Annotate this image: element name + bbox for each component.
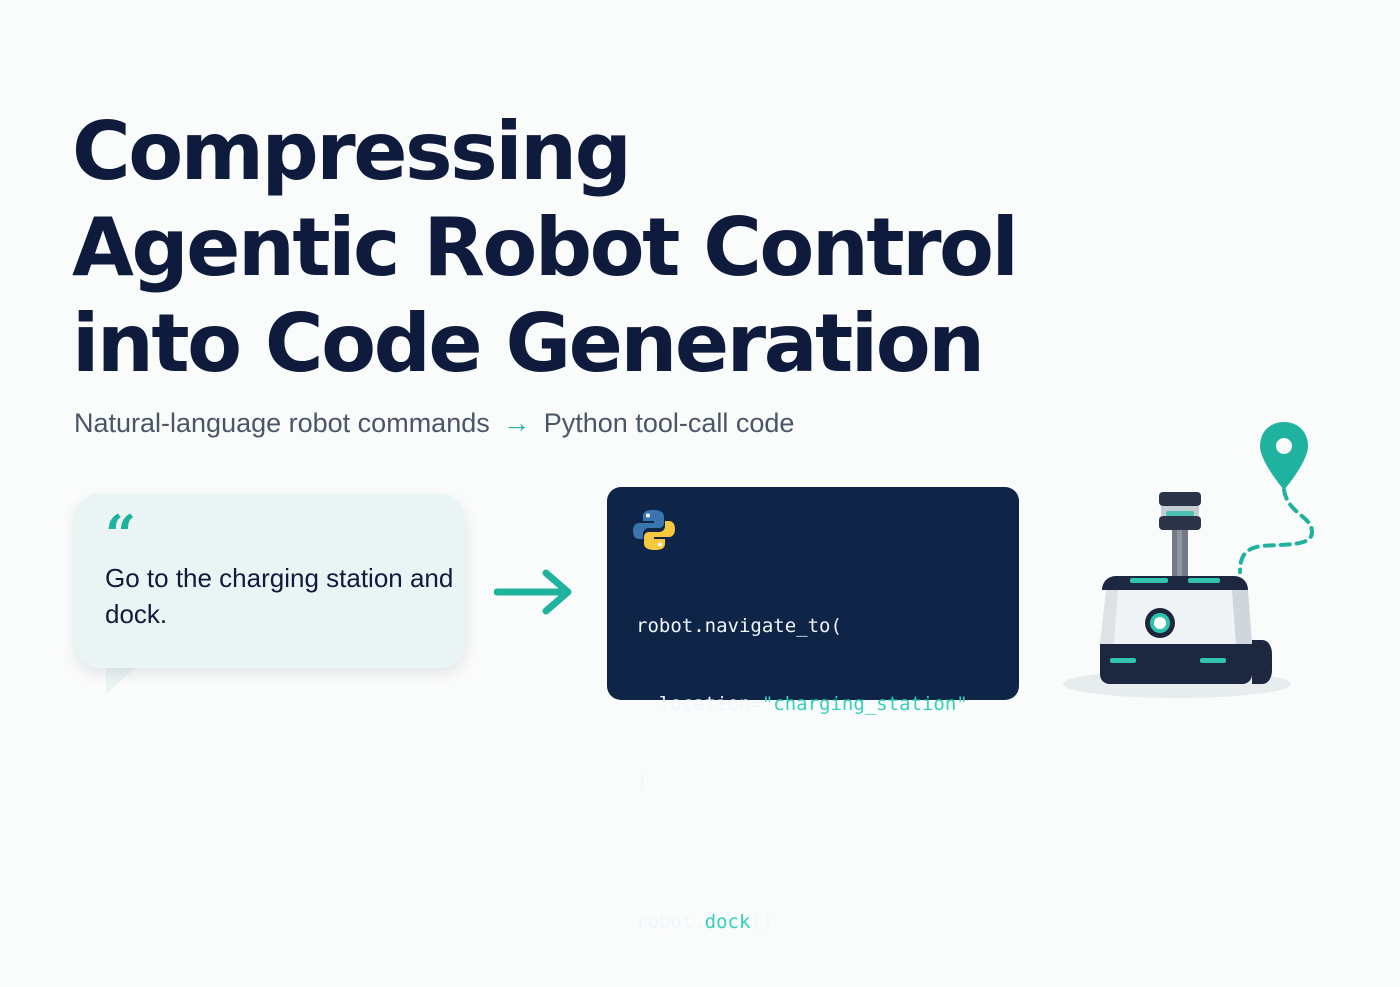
robot-top-plate bbox=[1102, 576, 1248, 590]
robot-body bbox=[1100, 590, 1252, 644]
code-string-literal: "charging_station" bbox=[761, 693, 968, 715]
route-dashed-path bbox=[1238, 488, 1315, 574]
robot-base bbox=[1100, 644, 1252, 684]
code-argument-key: location= bbox=[636, 693, 762, 715]
robot-sensor-head bbox=[1159, 492, 1201, 506]
robot-wheel bbox=[1252, 640, 1272, 684]
code-object: robot. bbox=[636, 911, 705, 933]
robot-illustration bbox=[1063, 422, 1315, 698]
code-line-4: robot.dock() bbox=[636, 909, 968, 935]
speech-bubble-tail bbox=[106, 664, 140, 694]
command-text: Go to the charging station and dock. bbox=[105, 563, 454, 629]
code-line-1: robot.navigate_to( bbox=[636, 615, 842, 637]
subtitle-target: Python tool-call code bbox=[543, 408, 795, 438]
headline: Compressing Agentic Robot Control into C… bbox=[72, 104, 1019, 392]
code-call-parens: () bbox=[750, 911, 774, 933]
code-function-name: dock bbox=[704, 911, 751, 933]
headline-line-2: Agentic Robot Control bbox=[72, 201, 1019, 294]
code-spacer bbox=[636, 847, 968, 857]
location-pin-icon bbox=[1260, 422, 1308, 490]
python-logo-icon bbox=[633, 510, 675, 550]
quote-icon: “ bbox=[105, 503, 137, 567]
code-panel: robot.navigate_to( location="charging_st… bbox=[607, 487, 1019, 933]
subtitle: Natural-language robot commands → Python… bbox=[74, 408, 794, 439]
code-line-3: ) bbox=[636, 771, 648, 793]
headline-line-3: into Code Generation bbox=[72, 297, 985, 390]
speech-bubble: “ Go to the charging station and dock. bbox=[75, 494, 465, 668]
subtitle-arrow-icon: → bbox=[503, 408, 531, 438]
code-line-2: location="charging_station" bbox=[636, 691, 968, 717]
code-block: robot.navigate_to( location="charging_st… bbox=[636, 561, 968, 987]
headline-line-1: Compressing bbox=[72, 105, 632, 198]
subtitle-source: Natural-language robot commands bbox=[74, 408, 490, 438]
arrow-right-icon bbox=[494, 569, 572, 615]
